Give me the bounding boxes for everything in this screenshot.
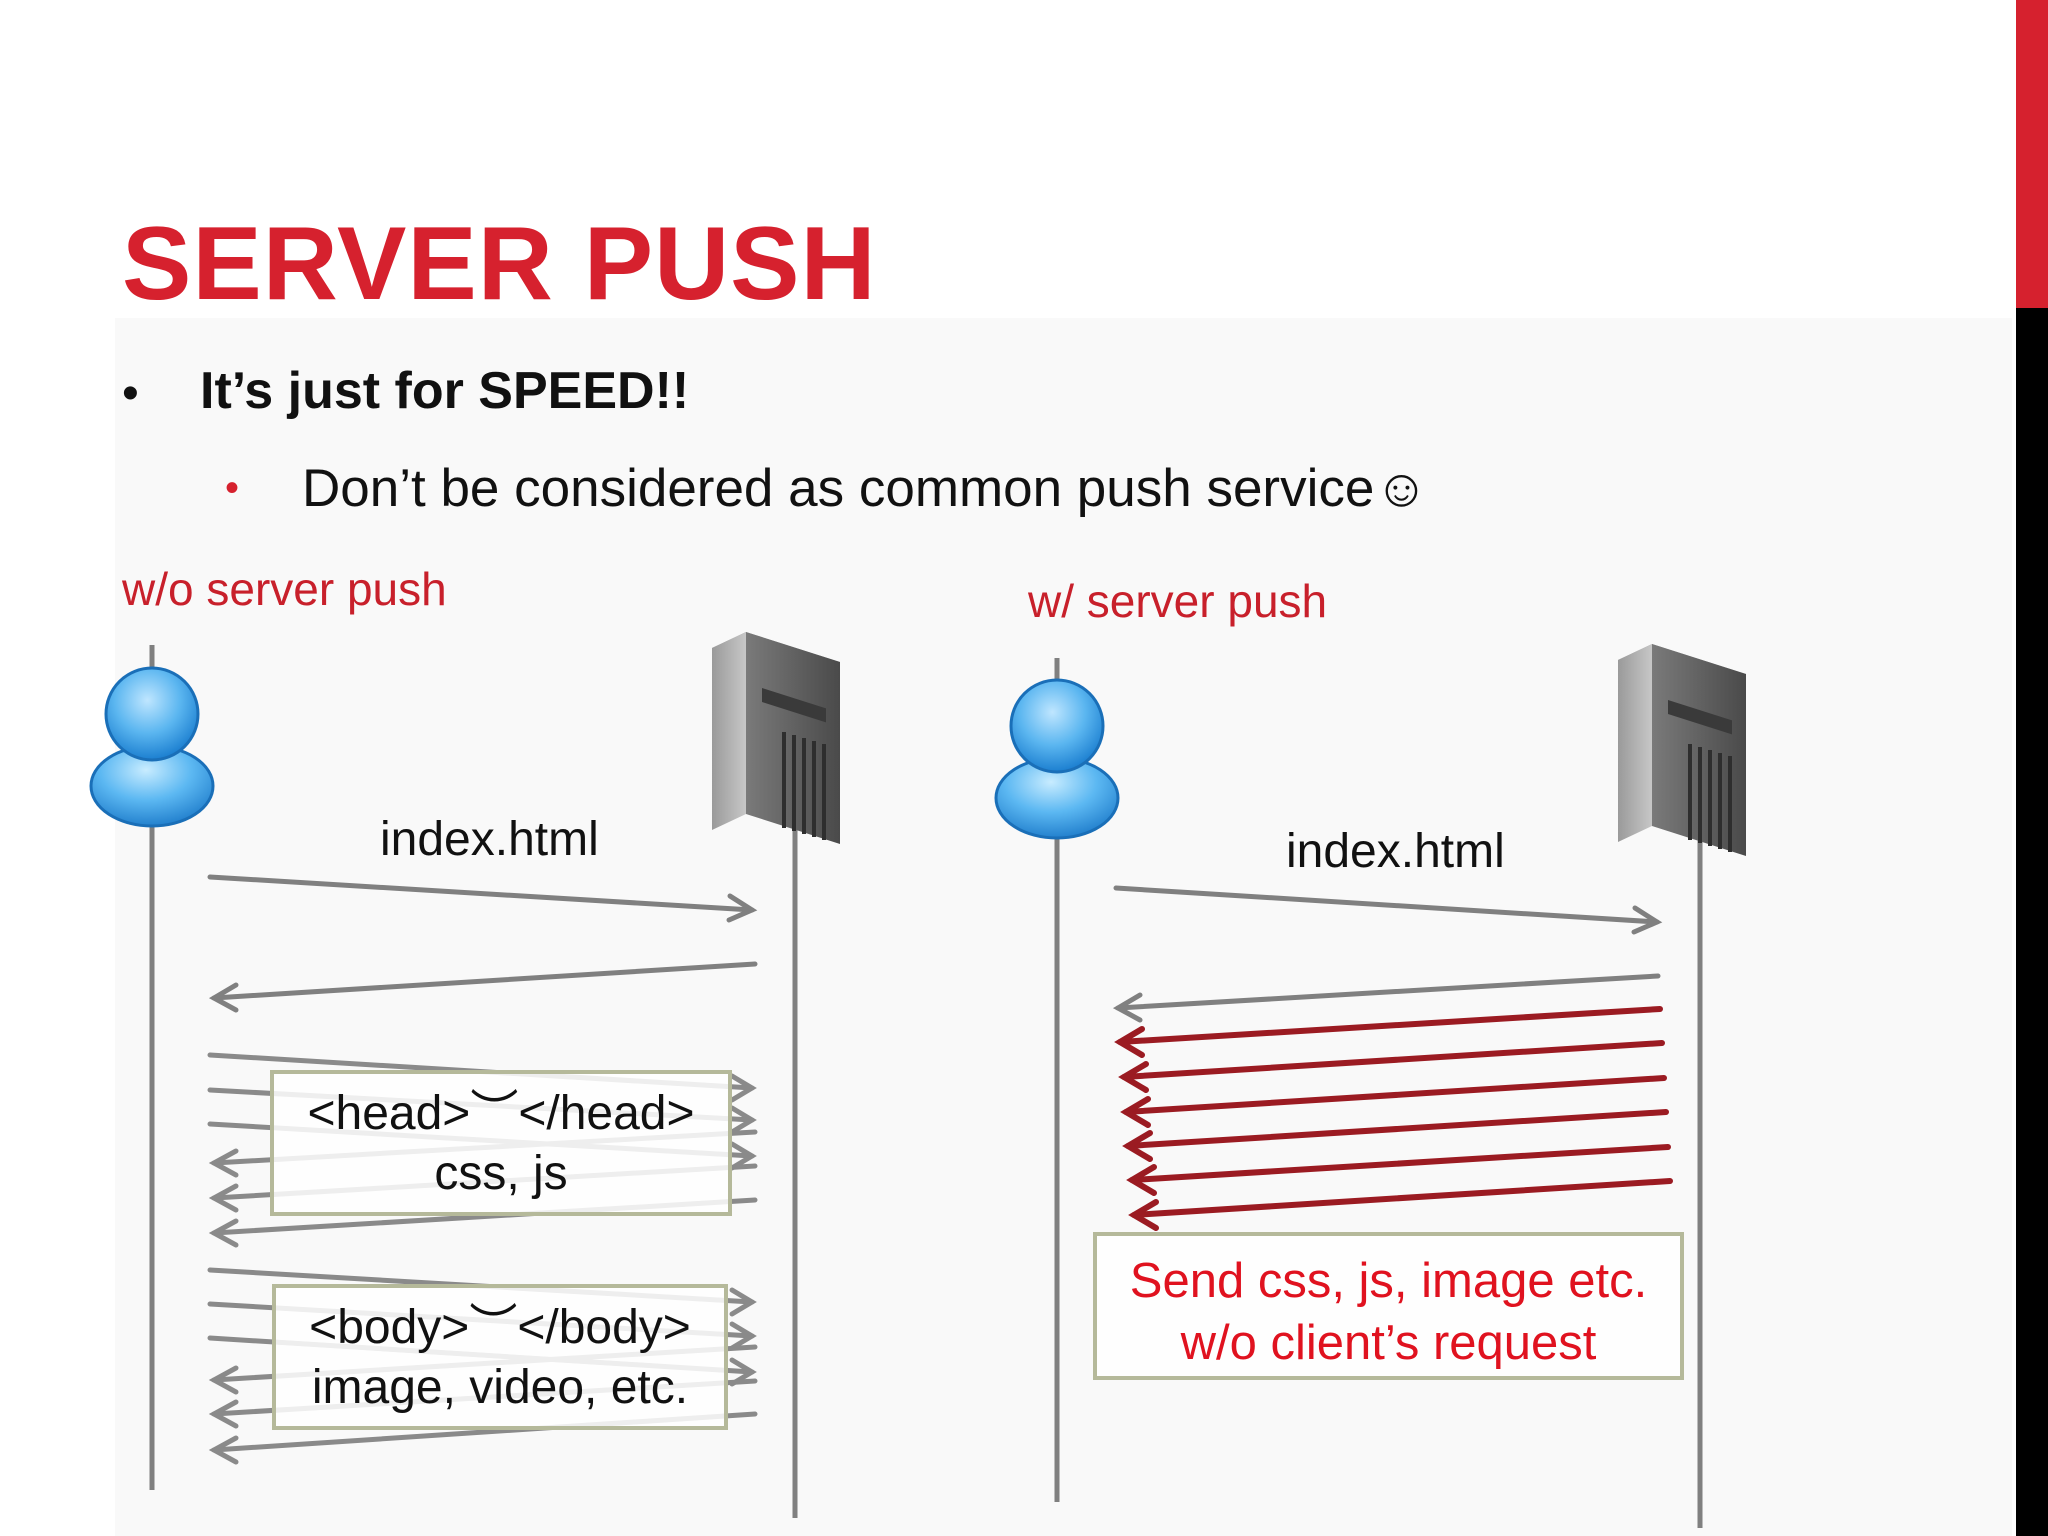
user-icon: [994, 678, 1120, 840]
head-box-line2: css, js: [434, 1147, 568, 1200]
label-without-server-push: w/o server push: [122, 563, 447, 615]
request-label-right: index.html: [1286, 825, 1505, 878]
accent-bar-black: [2016, 308, 2048, 1536]
page-title: SERVER PUSH: [122, 206, 877, 322]
push-note-box: Send css, js, image etc. w/o client’s re…: [1093, 1232, 1684, 1380]
arrows-left-request: [207, 874, 758, 1013]
bullet-marker: •: [122, 367, 139, 420]
body-box-line1: <body>︶</body>: [309, 1301, 691, 1354]
push-box-line2: w/o client’s request: [1180, 1316, 1597, 1370]
arrows-right-request: [1112, 885, 1663, 1023]
body-box-line2: image, video, etc.: [311, 1361, 689, 1414]
arrows-right-push: [1114, 1006, 1673, 1231]
head-resources-box: <head>︶</head> css, js: [270, 1070, 732, 1216]
accent-bar-red: [2016, 0, 2048, 308]
push-box-line1: Send css, js, image etc.: [1129, 1254, 1648, 1308]
user-icon: [89, 666, 215, 828]
server-icon: [712, 632, 840, 844]
body-resources-box: <body>︶</body> image, video, etc.: [272, 1284, 728, 1430]
bullet-sub: Don’t be considered as common push servi…: [302, 459, 1429, 518]
bullet-marker: •: [225, 466, 240, 510]
server-icon: [1618, 644, 1746, 856]
head-box-line1: <head>︶</head>: [307, 1087, 695, 1140]
label-with-server-push: w/ server push: [1028, 575, 1328, 627]
bullet-main: It’s just for SPEED!!: [200, 362, 690, 420]
request-label-left: index.html: [380, 813, 599, 866]
